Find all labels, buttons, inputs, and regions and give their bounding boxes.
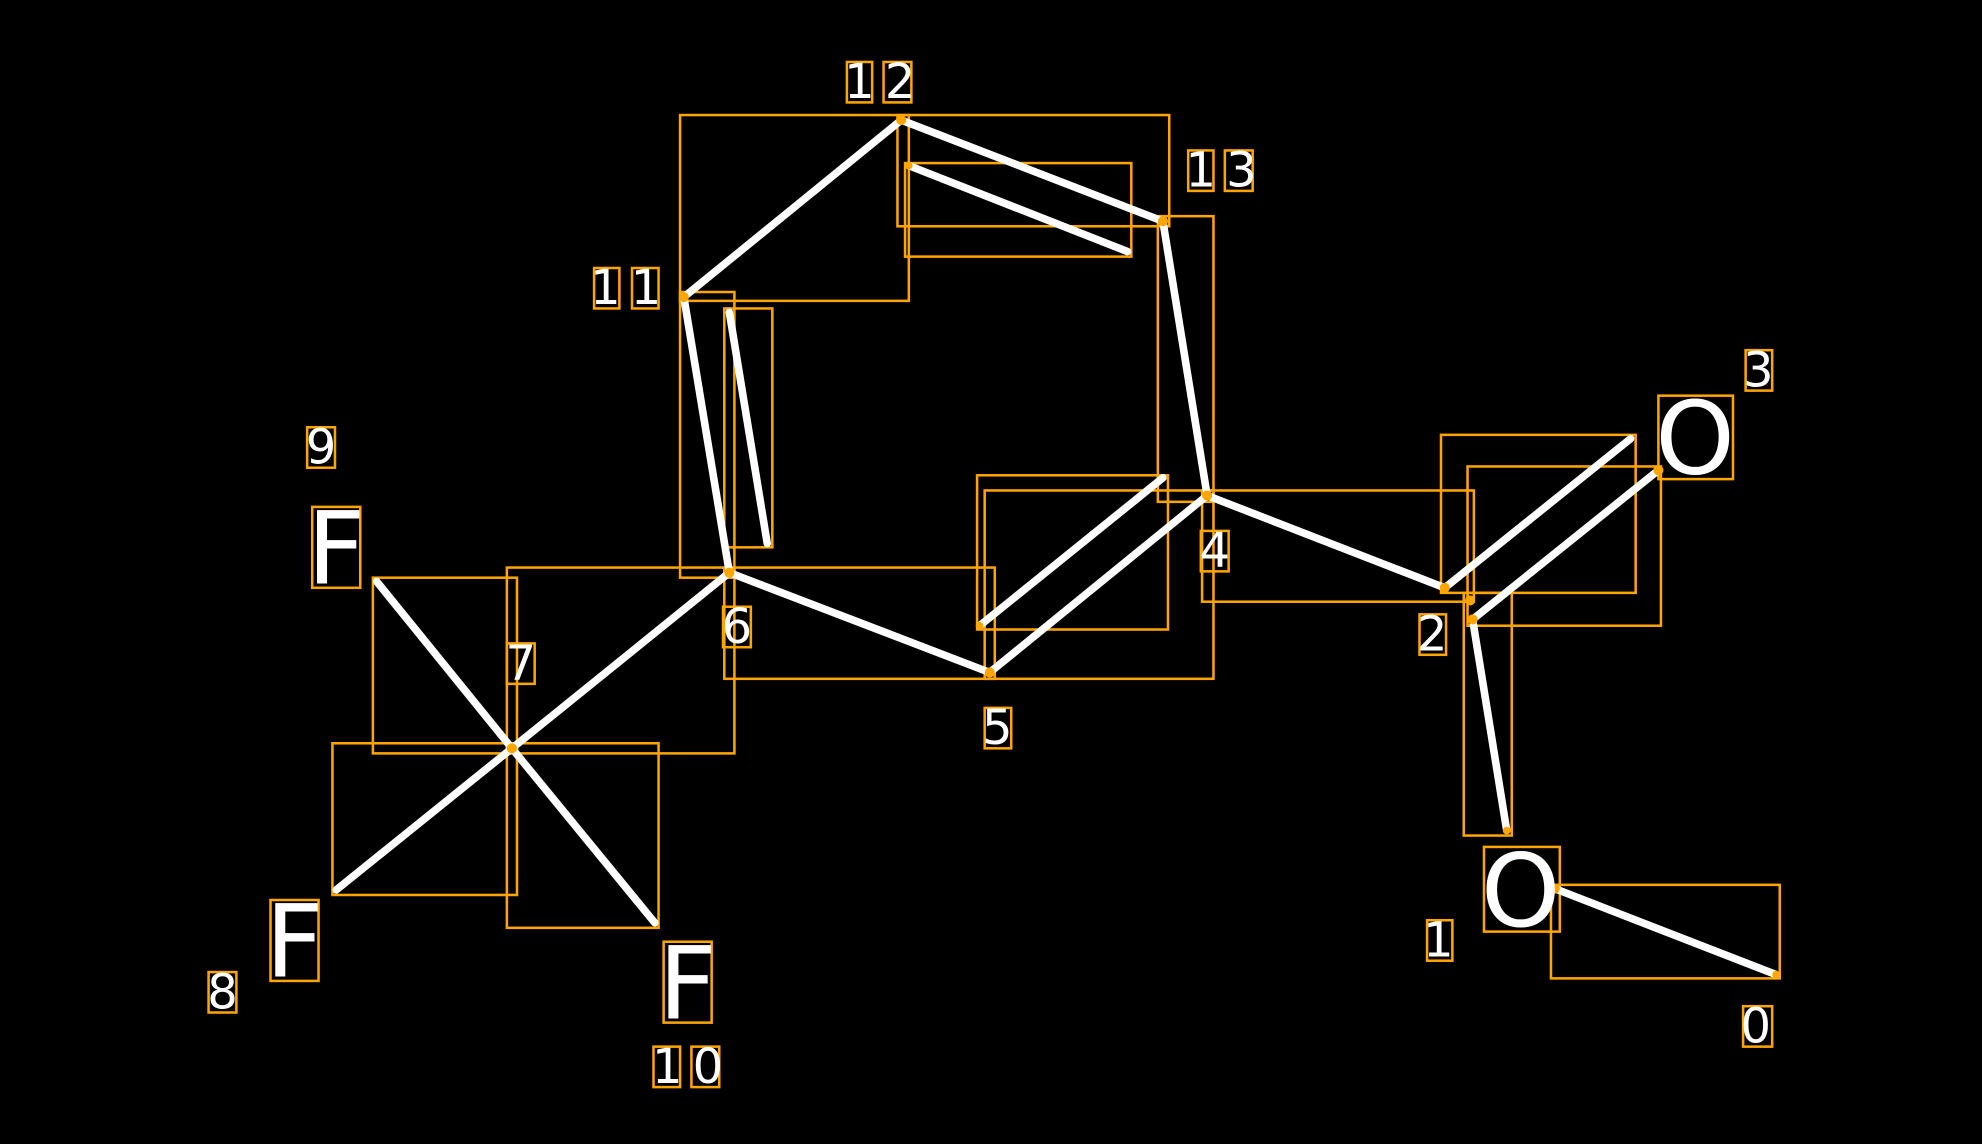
bond-4-5-a [975,474,1167,630]
atom-label-o3: O [1655,380,1735,498]
index-label-7: 7 [506,636,547,692]
bonds [332,116,1780,979]
atom-label-o1: O [1481,832,1561,950]
index-label-12: 12 [844,54,925,110]
index-label-13: 13 [1185,143,1266,199]
index-label-9: 9 [306,419,347,475]
atom-label-f9: F [307,490,365,608]
index-label-5: 5 [982,700,1023,756]
bond-4-5-b [985,491,1211,677]
bond-7-9 [372,577,516,753]
bond-7-10 [508,744,659,927]
bond-7-8 [332,744,516,894]
index-label-3: 3 [1743,342,1784,398]
bond-4-13 [1159,217,1211,500]
bond-5-6 [725,568,994,677]
index-label-0: 0 [1740,998,1781,1054]
bond-6-11-b [725,308,772,548]
index-label-8: 8 [207,964,248,1020]
annotation-boxes [207,60,1782,1089]
bond-6-11-a [680,293,734,577]
bond-12-13-b [905,161,1132,256]
index-label-2: 2 [1417,607,1458,663]
bond-2-4 [1203,491,1449,592]
bond-12-13-a [897,116,1167,226]
atom-label-f8: F [265,883,323,1001]
atom-dots [506,115,1780,979]
index-label-11: 11 [590,260,671,316]
bond-6-7 [508,568,734,753]
bond-0-1 [1550,884,1780,979]
bond-2-3-b [1468,466,1663,624]
index-label-1: 1 [1423,912,1464,968]
atom-label-f10: F [659,924,717,1042]
bond-11-12 [680,116,906,301]
bond-1-2 [1468,615,1511,835]
bond-2-3-a [1440,434,1635,592]
index-label-4: 4 [1199,523,1240,579]
index-label-10: 10 [652,1039,733,1095]
index-label-6: 6 [722,599,763,655]
